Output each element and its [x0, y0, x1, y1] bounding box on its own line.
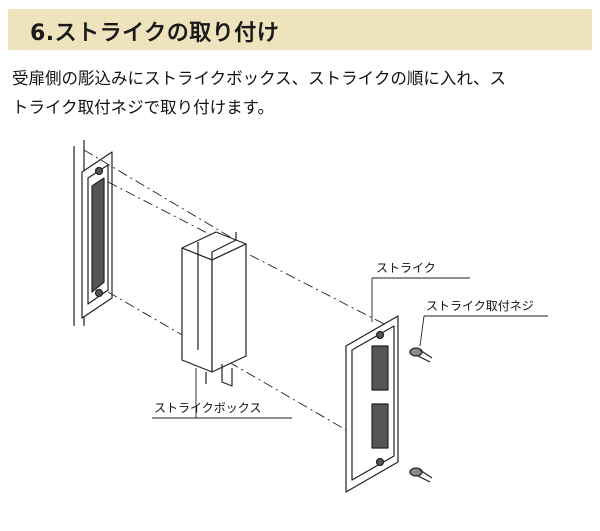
leader-lines [152, 277, 548, 419]
screw-icon [409, 347, 433, 363]
door-jamb-illustration [73, 140, 113, 326]
screw-icon [409, 467, 433, 483]
strike-plate-illustration [345, 315, 399, 493]
section-title: 6.ストライクの取り付け [30, 21, 280, 46]
instruction-line-1: 受扉側の彫込みにストライクボックス、ストライクの順に入れ、ス [12, 69, 507, 88]
strike-screw-label: ストライク取付ネジ [426, 299, 534, 313]
section-header: 6.ストライクの取り付け [8, 9, 592, 50]
strike-label: ストライク [376, 261, 436, 275]
alignment-guide-lines [83, 149, 399, 461]
strike-box-label: ストライクボックス [154, 401, 261, 415]
instruction-line-2: トライク取付ネジで取り付けます。 [12, 98, 275, 117]
instruction-text: 受扉側の彫込みにストライクボックス、ストライクの順に入れ、ス トライク取付ネジで… [12, 64, 592, 122]
strike-box-illustration [181, 231, 247, 387]
